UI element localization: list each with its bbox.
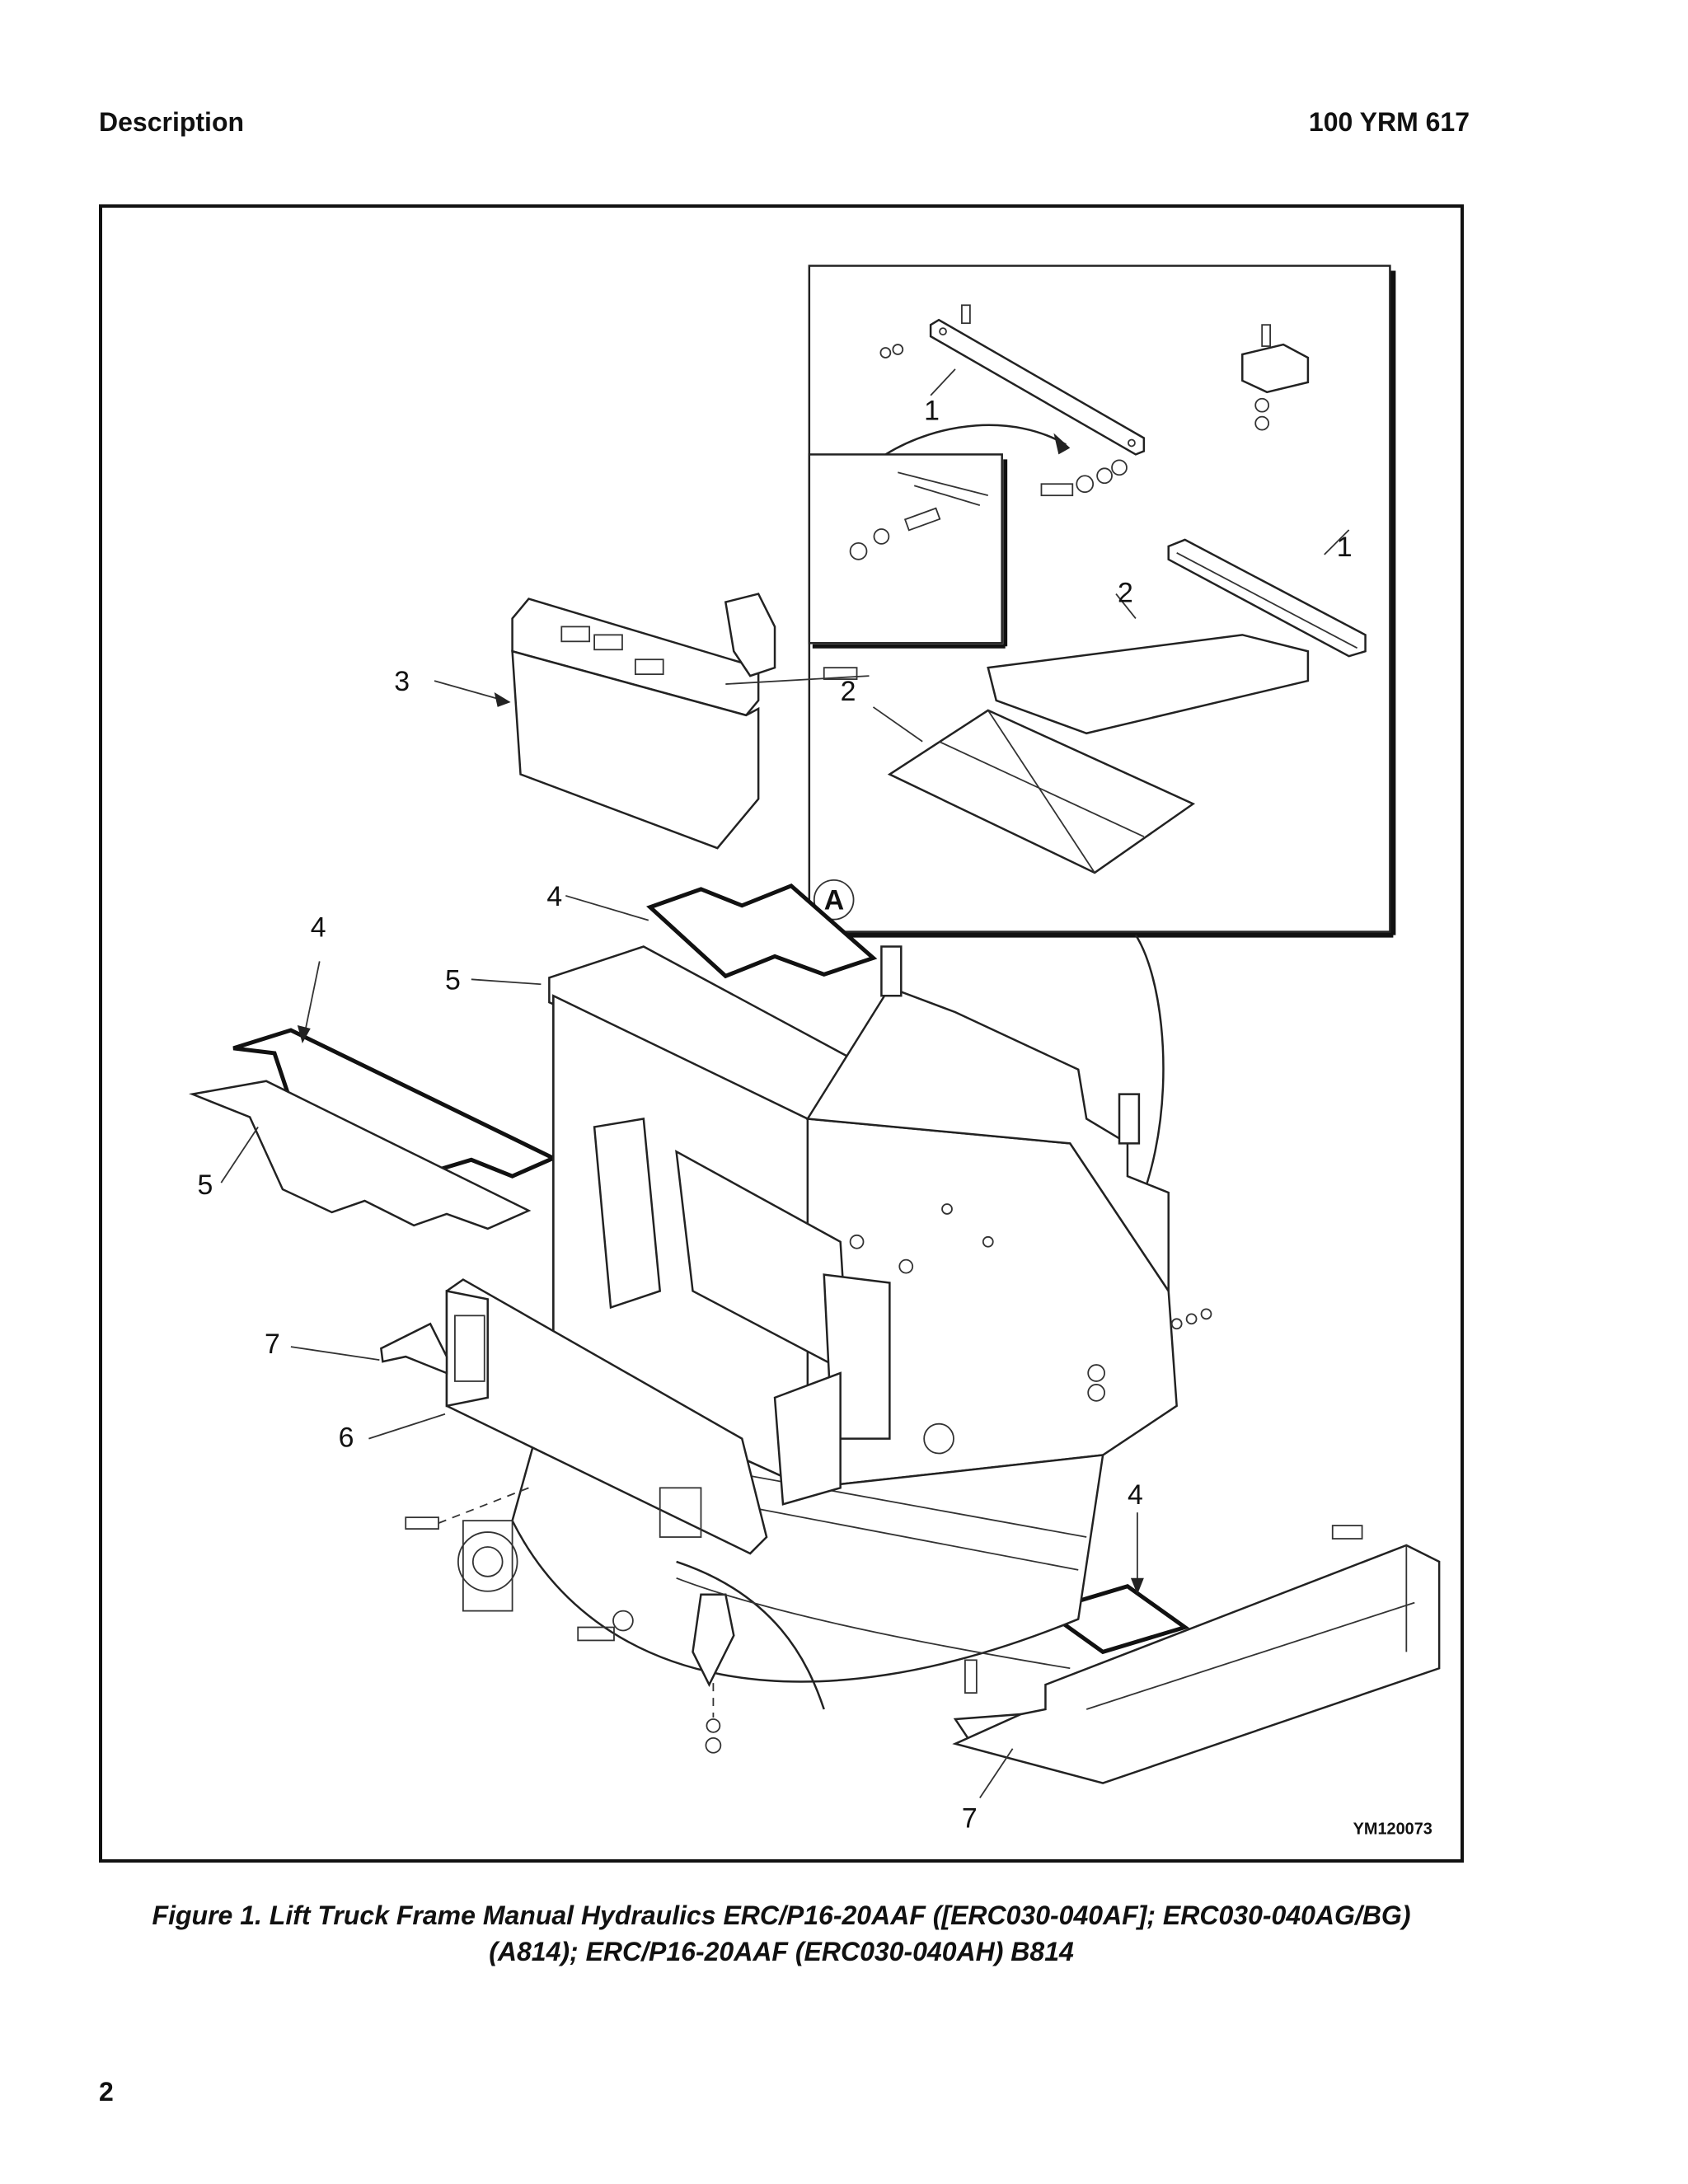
detail-a-label: A [824, 885, 844, 916]
figure-frame: 1 1 2 2 3 4 4 4 5 5 6 7 7 A YM120073 [99, 204, 1464, 1863]
callout-1-rails: 1 [1337, 532, 1353, 563]
figure-caption: Figure 1. Lift Truck Frame Manual Hydrau… [99, 1897, 1464, 1970]
control-housing-part [511, 593, 870, 850]
section-title: Description [99, 107, 245, 137]
detail-a-inset [808, 265, 1396, 938]
callout-7-bottom: 7 [962, 1802, 978, 1834]
callout-4-right: 4 [1128, 1479, 1143, 1511]
bracket-left [380, 1322, 448, 1375]
exploded-parts-diagram: 1 1 2 2 3 4 4 4 5 5 6 7 7 A YM120073 [188, 265, 1441, 1838]
callout-2-front-plate: 2 [841, 676, 856, 707]
cover-plate-left [188, 1080, 532, 1230]
callout-6: 6 [339, 1422, 354, 1454]
callout-4-center: 4 [546, 881, 562, 912]
page-number: 2 [99, 2077, 114, 2107]
callout-7-left: 7 [265, 1329, 280, 1360]
document-number: 100 YRM 617 [1308, 107, 1470, 137]
main-frame [511, 945, 1212, 1683]
gasket-center [646, 883, 878, 979]
callout-2-rear-plate: 2 [1118, 578, 1133, 609]
callout-1-bar: 1 [924, 396, 940, 427]
caption-line-2: (A814); ERC/P16-20AAF (ERC030-040AH) B81… [489, 1937, 1074, 1966]
caption-line-1: Figure 1. Lift Truck Frame Manual Hydrau… [152, 1900, 1411, 1930]
image-code: YM120073 [1353, 1820, 1432, 1838]
callout-leaders [220, 680, 1144, 1798]
fastener-stack [405, 1487, 1071, 1754]
callout-3: 3 [394, 666, 410, 697]
callout-4-left: 4 [311, 912, 326, 944]
callout-5-left: 5 [197, 1169, 213, 1201]
bumper-part [952, 1525, 1441, 1784]
callout-5-center: 5 [445, 964, 461, 996]
